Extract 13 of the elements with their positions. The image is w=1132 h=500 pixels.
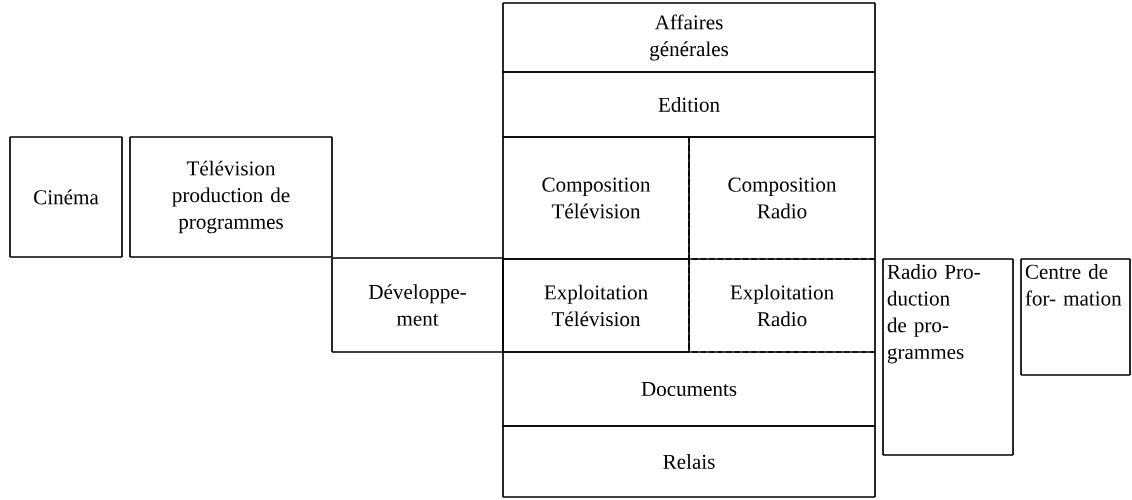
department-box: Relais [502, 425, 876, 498]
department-box: Développe- ment [331, 257, 504, 353]
department-box: Affaires générales [502, 2, 876, 73]
department-box: Documents [502, 351, 876, 427]
department-box: Centre de for- mation [1020, 258, 1131, 376]
department-box: Cinéma [9, 136, 123, 258]
department-box: Composition Radio [688, 136, 876, 260]
department-box: Exploitation Radio [688, 258, 876, 353]
department-box: Composition Télévision [502, 136, 690, 260]
department-box: Edition [502, 71, 876, 138]
department-box: Exploitation Télévision [502, 258, 690, 353]
department-box: Télévision production de programmes [129, 136, 333, 258]
department-box: Radio Pro- duction de pro- grammes [882, 258, 1014, 456]
